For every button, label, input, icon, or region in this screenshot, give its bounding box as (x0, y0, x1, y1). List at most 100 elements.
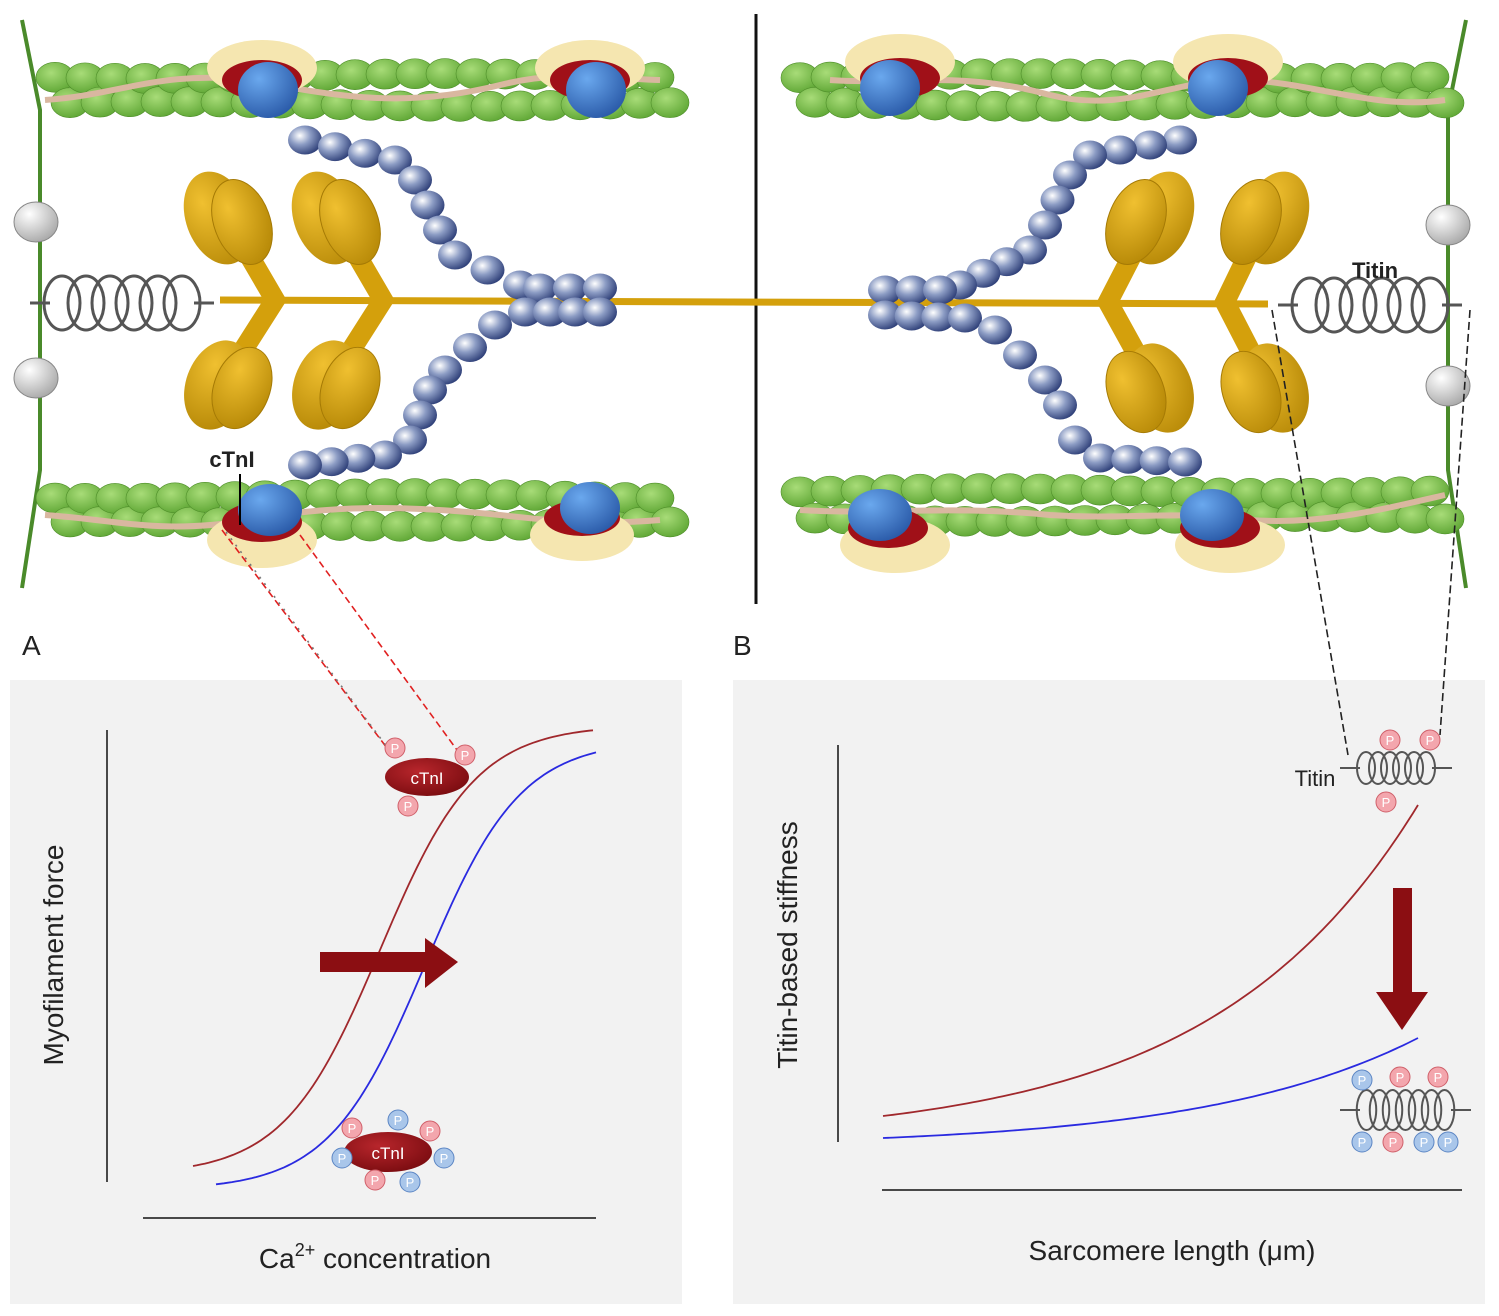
mybp-bead (1003, 340, 1037, 370)
phospho-label: P (440, 1151, 449, 1166)
mybp-bead (523, 273, 557, 303)
force-curve-red (192, 729, 594, 1167)
phospho-circle (419, 1120, 441, 1142)
phospho-circle (1437, 1131, 1459, 1153)
mybp-bead (894, 301, 929, 331)
titin-coil-loop (1290, 276, 1330, 334)
mybp-c-chain-left (288, 125, 617, 480)
troponin-top-right-2 (1173, 34, 1283, 116)
mybp-bead (453, 333, 487, 362)
panel-a-xlabel: Ca2+ concentration (259, 1240, 491, 1274)
troponin-bottom-right-2 (1175, 489, 1285, 573)
mybp-bead (318, 132, 352, 162)
mybp-bead (1058, 425, 1092, 455)
mybp-bead (1028, 210, 1062, 240)
phospho-label: P (404, 799, 413, 814)
mybp-bead (1073, 140, 1107, 170)
mybp-bead (348, 138, 382, 168)
troponin-bottom-left-2 (530, 482, 634, 561)
titin-coil-loop (1394, 1089, 1417, 1131)
mybp-bead (923, 275, 957, 305)
mybp-bead (508, 297, 542, 327)
panel-b-xlabel: Sarcomere length (μm) (1029, 1235, 1316, 1266)
titin-coil-loop (1392, 751, 1412, 785)
myosin-head-left-2 (291, 171, 395, 430)
titin-coil-loop (1404, 751, 1424, 785)
phospho-label: P (1434, 1070, 1443, 1085)
titin-spring-right (1278, 276, 1462, 334)
mybp-bead (1103, 135, 1137, 165)
phospho-label: P (391, 741, 400, 756)
z-disk-left (20, 19, 42, 589)
phospho-label: P (338, 1151, 347, 1166)
mybp-bead (398, 165, 432, 195)
titin-coil-loop (114, 274, 154, 332)
phospho-label: P (1396, 1070, 1405, 1085)
phospho-label: P (1358, 1073, 1367, 1088)
z-protein-right-lower (1425, 365, 1471, 407)
ctni-molecule-phospho: cTnI (344, 1132, 432, 1172)
phospho-circle (1375, 791, 1397, 813)
z-protein-right-upper (1425, 204, 1471, 246)
titin-coil-loop (1362, 276, 1402, 334)
titin-coil-loop (1368, 751, 1388, 785)
mybp-bead (1053, 160, 1087, 190)
mybp-bead (368, 440, 402, 470)
titin-coil-loop (1355, 1089, 1378, 1131)
ctni-label-top: cTnI (209, 447, 254, 472)
actin-monomer (1425, 503, 1465, 535)
titin-label-top: Titin (1352, 258, 1398, 283)
phospho-circle (399, 1171, 421, 1193)
ctni-molecule-dephospho: cTnI (385, 758, 469, 796)
mybp-bead (1139, 446, 1174, 476)
myosin-head-right-2 (1213, 171, 1310, 434)
phospho-circle (341, 1117, 363, 1139)
phospho-label: P (1426, 733, 1435, 748)
titin-coil-loop (66, 274, 106, 332)
titin-coil-loop (1407, 1089, 1430, 1131)
mybp-bead (470, 255, 505, 285)
titin-coil-loop (1381, 1089, 1404, 1131)
mybp-bead (868, 275, 902, 305)
titin-coil-loop (1314, 276, 1354, 334)
mybp-bead (413, 375, 447, 405)
titin-coil-loop (90, 274, 130, 332)
z-protein-left-lower (13, 357, 59, 399)
thick-filament-backbone (219, 296, 1269, 308)
mybp-bead (341, 443, 376, 473)
titin-coil-loop (1386, 276, 1426, 334)
titin-molecule-top (1340, 751, 1452, 785)
mybp-bead (583, 273, 617, 303)
phospho-label: P (1420, 1135, 1429, 1150)
phospho-label: P (1386, 733, 1395, 748)
troponin-top-left-2 (535, 40, 645, 118)
panel-a-background (10, 680, 682, 1304)
phospho-label: P (406, 1175, 415, 1190)
mybp-bead (1043, 390, 1077, 420)
mybp-bead (921, 302, 956, 332)
mybp-bead (478, 310, 512, 340)
mybp-bead (1133, 130, 1167, 160)
mybp-bead (1040, 185, 1075, 215)
down-shift-arrow (1376, 888, 1428, 1030)
stiffness-curve-red (882, 804, 1419, 1117)
phospho-label: P (1389, 1135, 1398, 1150)
titin-mol-label: Titin (1295, 766, 1336, 791)
phospho-label: P (426, 1124, 435, 1139)
zoom-connector-a (221, 529, 458, 756)
phospho-circle (397, 795, 419, 817)
zoom-connector-b (1271, 309, 1471, 756)
troponin-top-right-1 (845, 34, 955, 116)
panel-b-letter: B (733, 630, 752, 661)
mybp-bead (1163, 125, 1197, 155)
mybp-bead (583, 297, 617, 327)
troponin-bottom-left-1 (207, 484, 317, 568)
mybp-bead (423, 215, 457, 245)
titin-coil-loop (1368, 1089, 1391, 1131)
phospho-label: P (371, 1173, 380, 1188)
phospho-circle (331, 1147, 353, 1169)
actin-monomer (1410, 61, 1450, 93)
